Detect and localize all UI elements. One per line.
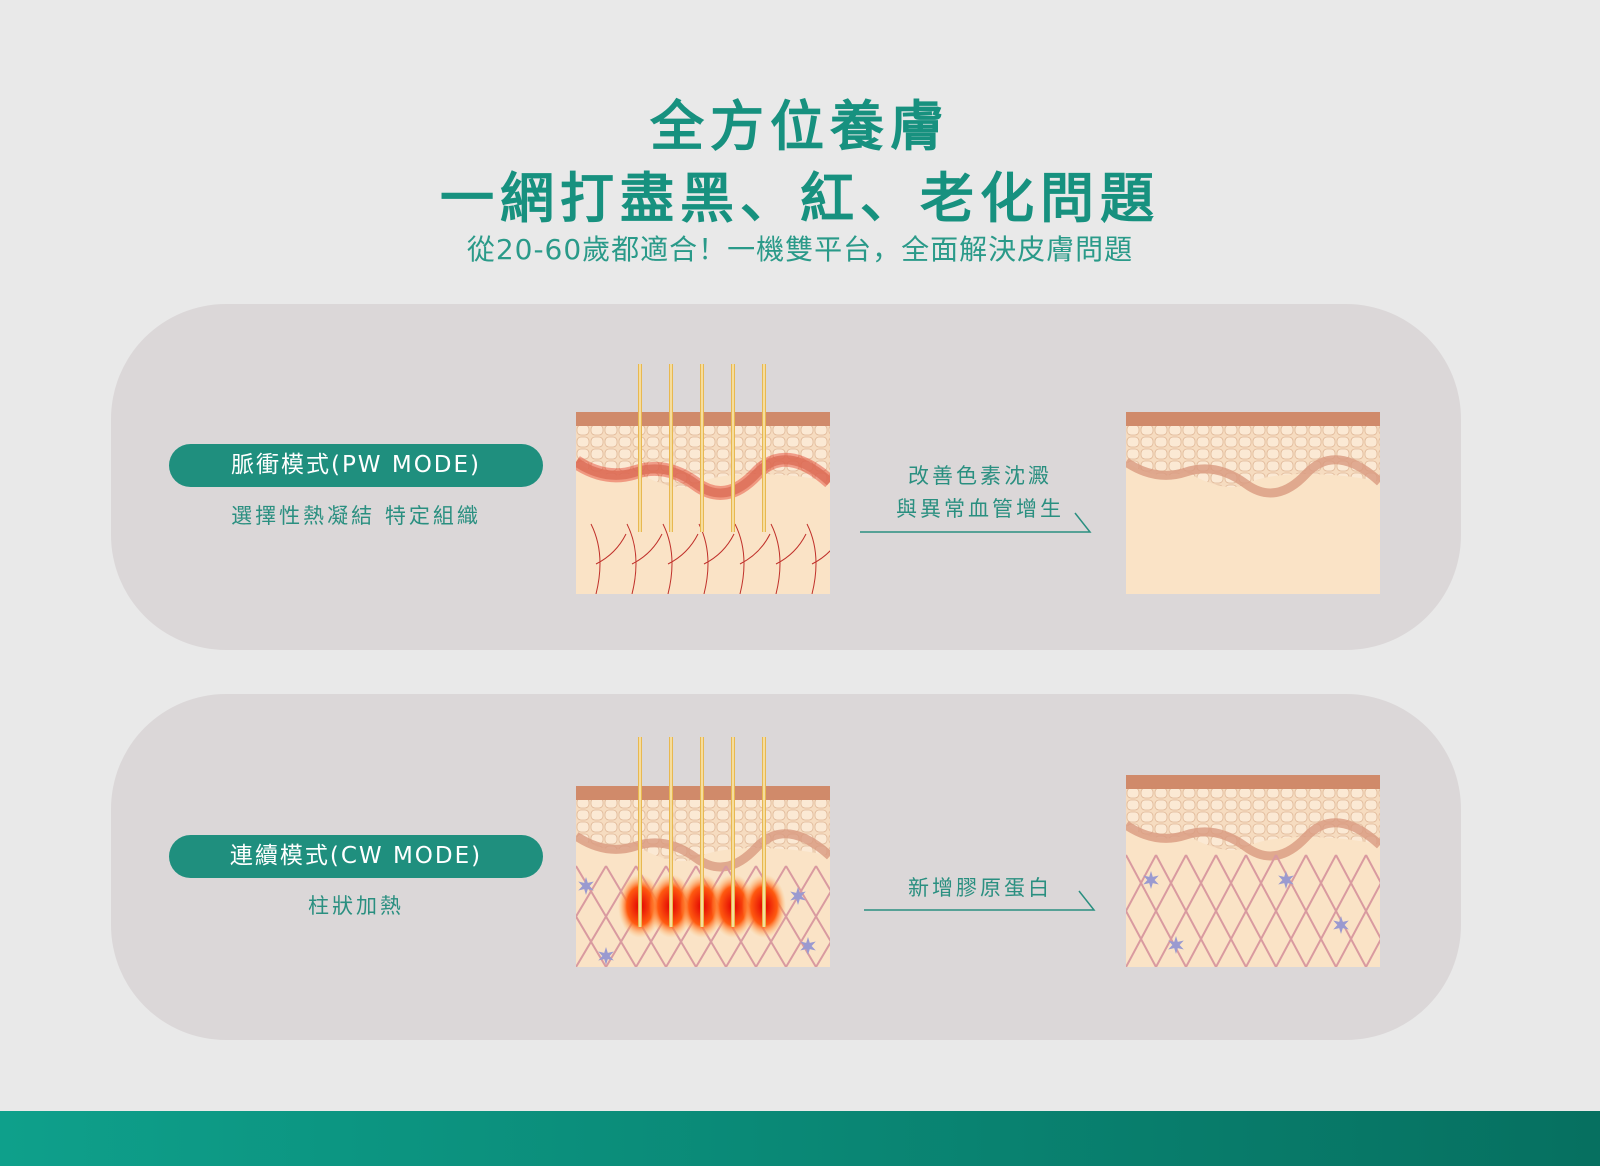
title-line-1: 全方位養膚 bbox=[650, 95, 950, 158]
cw-result-text: 新增膠原蛋白 bbox=[908, 876, 1052, 900]
arrow-icon bbox=[864, 890, 1096, 911]
cw-after-skin-illustration bbox=[1126, 775, 1380, 967]
fibroblast-star-icon bbox=[598, 947, 614, 965]
fibroblast-star-icon bbox=[578, 877, 594, 895]
pw-result-text: 改善色素沈澱 與異常血管增生 bbox=[860, 460, 1100, 526]
fibroblast-star-icon bbox=[1143, 871, 1159, 889]
cw-mode-panel: 連續模式(CW MODE) 柱狀加熱 新增膠原蛋白 bbox=[111, 694, 1461, 1040]
cw-mode-description: 柱狀加熱 bbox=[308, 894, 404, 918]
fibroblast-star-icon bbox=[800, 937, 816, 955]
fibroblast-star-icon bbox=[1333, 916, 1349, 934]
subtitle: 從20-60歲都適合！一機雙平台，全面解決皮膚問題 bbox=[466, 233, 1134, 266]
pw-mode-label: 脈衝模式(PW MODE) bbox=[169, 444, 543, 487]
pw-result-line-2: 與異常血管增生 bbox=[896, 497, 1064, 521]
fibroblast-star-icon bbox=[1168, 936, 1184, 954]
pw-mode-panel: 脈衝模式(PW MODE) 選擇性熱凝結 特定組織 改善色素沈澱 與異常血管增生 bbox=[111, 304, 1461, 650]
footer-bar bbox=[0, 1111, 1600, 1166]
fibroblast-star-icon bbox=[790, 887, 806, 905]
pw-mode-description: 選擇性熱凝結 特定組織 bbox=[231, 504, 481, 528]
fibroblast-star-icon bbox=[1278, 871, 1294, 889]
title-line-2: 一網打盡黑、紅、老化問題 bbox=[440, 167, 1160, 230]
cw-before-skin-illustration bbox=[576, 737, 830, 967]
pw-after-skin-illustration bbox=[1126, 412, 1380, 594]
pw-before-skin-illustration bbox=[576, 364, 830, 594]
arrow-icon bbox=[860, 512, 1092, 533]
cw-mode-label: 連續模式(CW MODE) bbox=[169, 835, 543, 878]
pw-result-line-1: 改善色素沈澱 bbox=[908, 464, 1052, 488]
